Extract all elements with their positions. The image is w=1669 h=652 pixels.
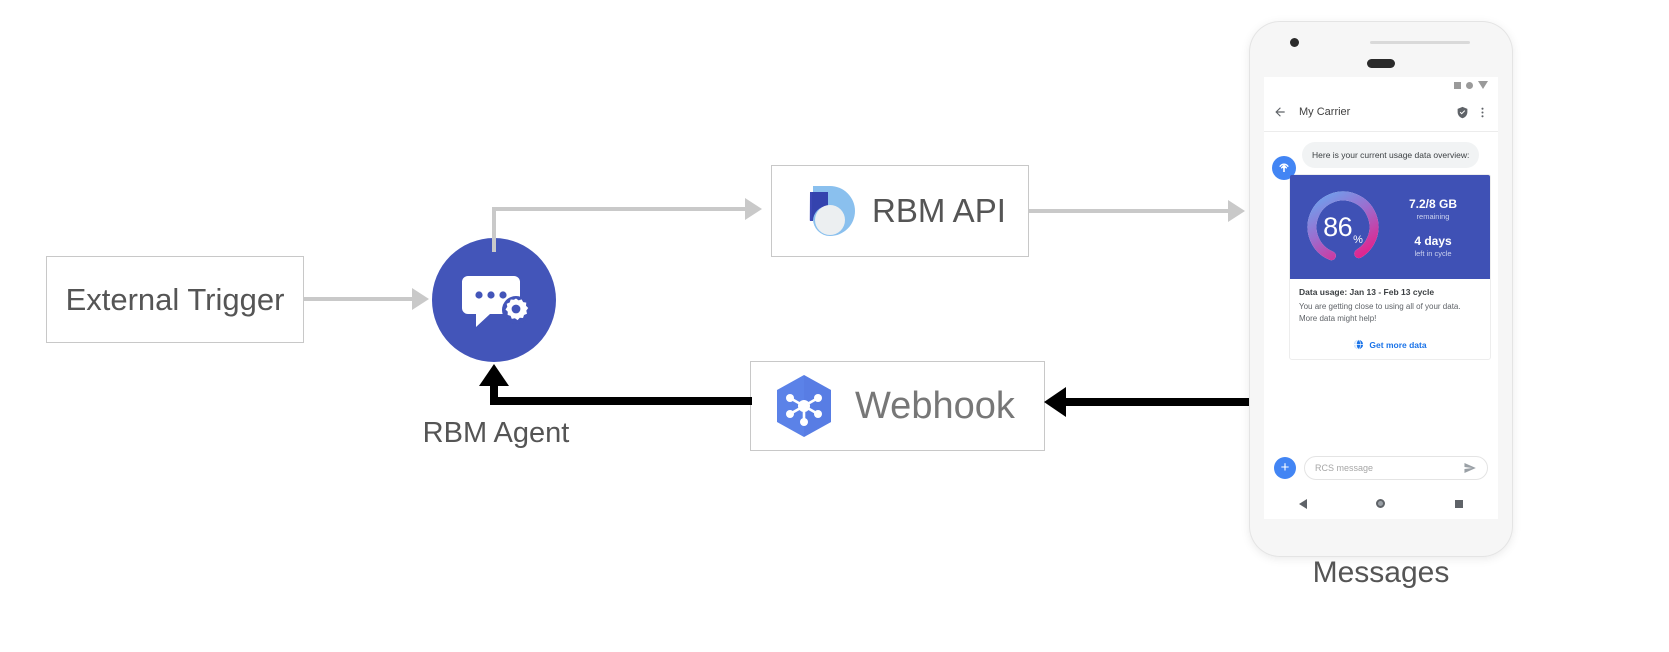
arrowhead-phone-to-webhook [1044,387,1066,417]
external-trigger-node[interactable]: External Trigger [46,256,304,343]
connector-agent-to-api-vertical [492,207,496,252]
globe-icon [1354,339,1364,350]
webhook-hexagon-icon [777,375,831,437]
connector-phone-to-webhook [1066,398,1251,406]
conversation-header: My Carrier [1264,93,1498,132]
stat-days-left-value: 4 days [1414,233,1452,248]
triangle-down-icon [1478,81,1488,89]
rcs-agent-icon [1279,163,1289,172]
phone-device: My Carrier [1250,22,1512,556]
usage-gauge-text: 86 % [1302,186,1384,268]
stat-data-remaining-value: 7.2/8 GB [1408,196,1458,211]
rcs-message-placeholder: RCS message [1315,463,1374,473]
get-more-data-button[interactable]: Get more data [1290,331,1490,359]
rbm-api-icon [800,186,855,236]
rich-card[interactable]: 86 % 7.2/8 GB remaining 4 days left in c… [1289,174,1491,361]
usage-gauge-value: 86 [1323,211,1353,242]
back-arrow-icon[interactable] [1273,105,1287,119]
connector-webhook-to-agent-vertical [490,385,498,405]
stat-data-remaining-label: remaining [1416,211,1450,221]
rich-card-hero: 86 % 7.2/8 GB remaining 4 days left in c… [1290,175,1490,280]
front-camera-icon [1290,38,1299,47]
usage-gauge: 86 % [1302,186,1384,268]
rbm-agent-label: RBM Agent [422,417,570,449]
external-trigger-label: External Trigger [65,281,285,317]
arrowhead-api-to-phone [1228,200,1245,222]
status-bar [1264,77,1498,93]
rcs-message-input[interactable]: RCS message [1304,456,1488,480]
earpiece-speaker [1367,59,1395,68]
rbm-api-label: RBM API [872,192,1006,229]
square-icon [1454,81,1461,89]
connector-webhook-to-agent-horizontal [490,397,752,405]
back-triangle-icon[interactable] [1298,498,1307,509]
connector-trigger-to-agent [304,297,414,301]
usage-stats: 7.2/8 GB remaining 4 days left in cycle [1384,197,1490,258]
get-more-data-label: Get more data [1369,339,1427,350]
home-circle-icon[interactable] [1376,499,1386,508]
recents-square-icon[interactable] [1455,499,1464,508]
message-composer: + RCS message [1264,448,1498,488]
conversation-title: My Carrier [1299,106,1351,118]
arrowhead-webhook-to-agent [479,364,509,386]
arrowhead-agent-to-api [745,198,762,220]
earpiece-line [1370,41,1470,44]
shield-check-icon[interactable] [1456,106,1469,119]
rich-card-description: You are getting close to using all of yo… [1299,302,1461,324]
usage-gauge-unit: % [1353,234,1363,247]
phone-screen: My Carrier [1264,77,1498,519]
more-vertical-icon[interactable] [1476,106,1489,119]
message-list: Here is your current usage data overview… [1264,132,1498,473]
arrowhead-trigger-to-agent [412,288,429,310]
rich-card-body: Data usage: Jan 13 - Feb 13 cycle You ar… [1290,279,1490,331]
stat-divider [1384,221,1482,234]
connector-agent-to-api-horizontal [492,207,747,211]
connector-api-to-phone [1029,209,1230,213]
rich-card-title: Data usage: Jan 13 - Feb 13 cycle [1299,287,1435,298]
messages-caption: Messages [1312,556,1450,589]
agent-text-bubble: Here is your current usage data overview… [1302,142,1480,169]
rbm-agent-node[interactable] [432,238,556,362]
circle-icon [1466,81,1473,89]
chat-gear-icon [462,276,530,327]
webhook-label: Webhook [855,384,1015,427]
rbm-api-node[interactable]: RBM API [771,165,1029,257]
send-icon[interactable] [1463,461,1477,475]
android-nav-bar [1264,488,1498,519]
stat-days-left-label: left in cycle [1414,248,1452,258]
plus-icon[interactable]: + [1274,457,1296,479]
webhook-node[interactable]: Webhook [750,361,1045,451]
